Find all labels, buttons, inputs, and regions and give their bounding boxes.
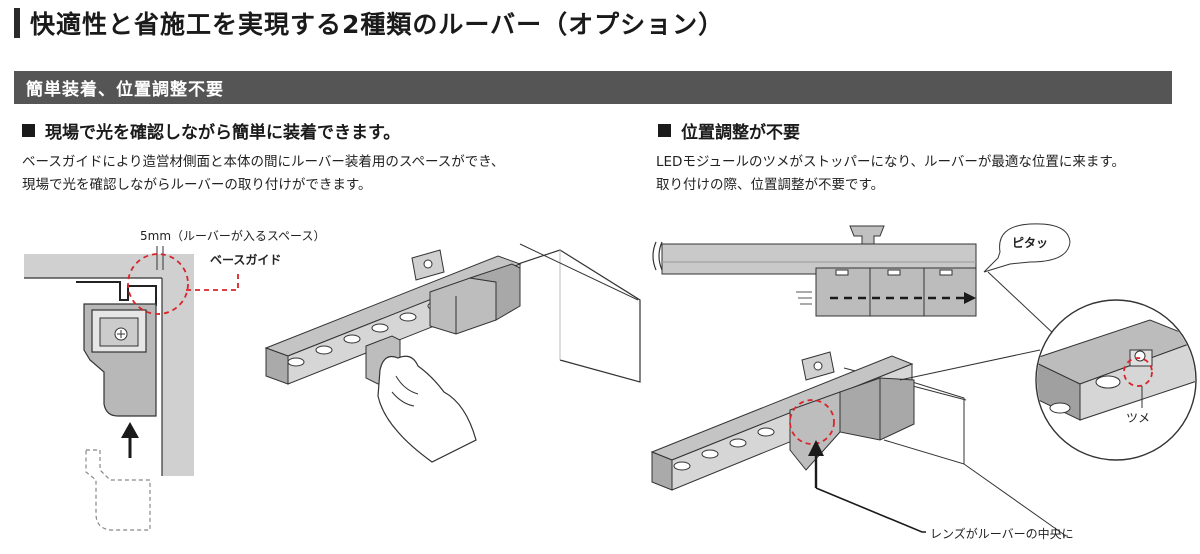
- right-body: LEDモジュールのツメがストッパーになり、ルーバーが最適な位置に来ます。 取り付…: [656, 151, 1125, 197]
- right-heading-text: 位置調整が不要: [681, 123, 800, 143]
- label-lens: レンズがルーバーの中央に: [930, 526, 1074, 541]
- left-body-line-2: 現場で光を確認しながらルーバーの取り付けができます。: [22, 177, 372, 193]
- stopper-top-view-diagram: [652, 223, 1071, 317]
- label-pitta: ピタッ: [1012, 236, 1048, 250]
- left-body-line-1: ベースガイドにより造営材側面と本体の間にルーバー装着用のスペースができ、: [22, 154, 505, 170]
- square-bullet-icon: [22, 124, 35, 137]
- left-heading: 現場で光を確認しながら簡単に装着できます。: [22, 118, 400, 143]
- right-body-line-2: 取り付けの際、位置調整が不要です。: [656, 177, 885, 193]
- install-perspective-diagram: [264, 243, 641, 463]
- page-title-text: 快適性と省施工を実現する2種類のルーバー（オプション）: [30, 10, 725, 39]
- cross-section-diagram: [24, 246, 239, 531]
- left-heading-text: 現場で光を確認しながら簡単に装着できます。: [45, 123, 401, 143]
- square-bullet-icon: [658, 124, 671, 137]
- right-body-line-1: LEDモジュールのツメがストッパーになり、ルーバーが最適な位置に来ます。: [656, 154, 1125, 170]
- stopper-perspective-diagram: [650, 271, 1197, 537]
- label-space: 5mm（ルーバーが入るスペース）: [140, 228, 325, 243]
- right-heading: 位置調整が不要: [658, 118, 800, 143]
- label-base-guide: ベースガイド: [210, 252, 281, 267]
- label-tsume: ツメ: [1126, 411, 1150, 425]
- page-title: 快適性と省施工を実現する2種類のルーバー（オプション）: [14, 2, 724, 44]
- left-body: ベースガイドにより造営材側面と本体の間にルーバー装着用のスペースができ、 現場で…: [22, 151, 504, 197]
- section-banner: 簡単装着、位置調整不要: [14, 71, 1172, 104]
- title-accent-bar: [14, 8, 20, 38]
